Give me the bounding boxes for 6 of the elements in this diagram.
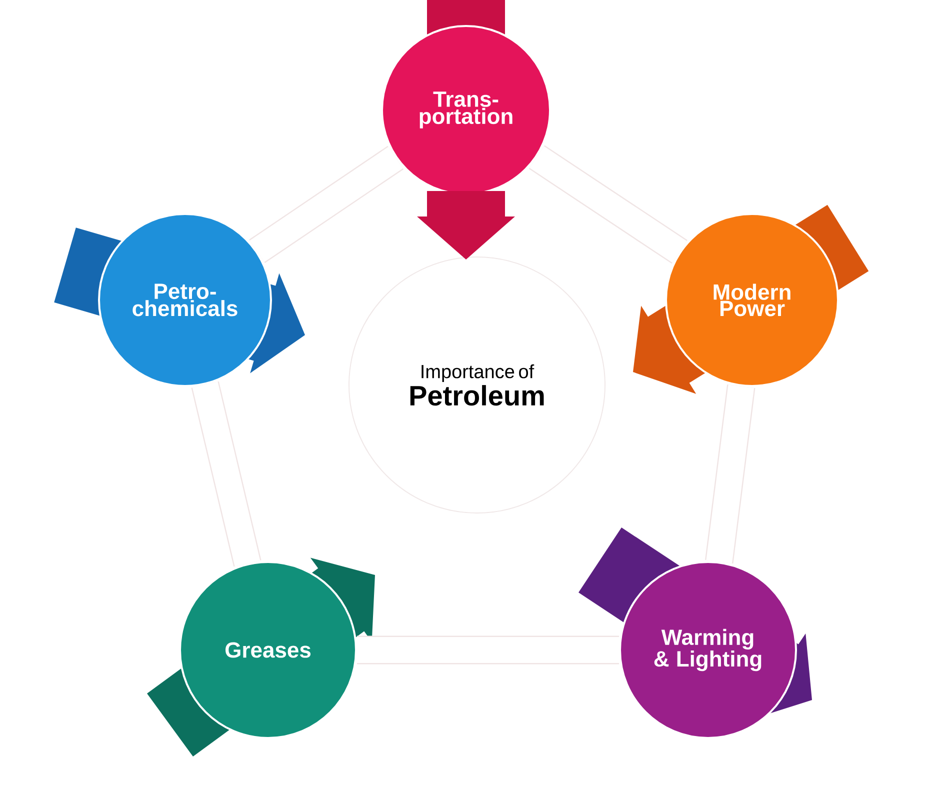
block-arrow bbox=[417, 191, 515, 260]
connector-band bbox=[357, 636, 619, 664]
connector-band bbox=[705, 384, 756, 564]
connector-band bbox=[191, 381, 262, 567]
connector-band bbox=[528, 145, 688, 264]
connector-band bbox=[249, 146, 404, 264]
